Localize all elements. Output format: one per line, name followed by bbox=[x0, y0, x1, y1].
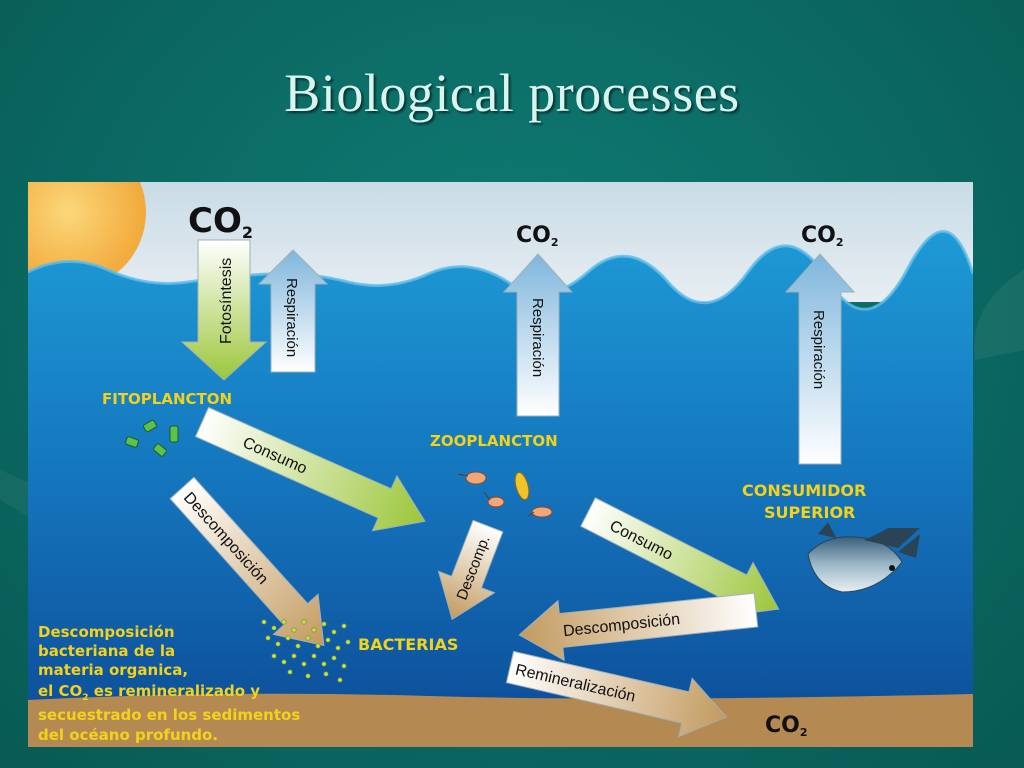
zooplankton-illustration bbox=[457, 471, 553, 518]
consumidor-superior-label: CONSUMIDOR SUPERIOR bbox=[742, 481, 872, 522]
respiracion-arrow-middle: Respiración bbox=[502, 253, 574, 417]
fitoplancton-label: FITOPLANCTON bbox=[102, 390, 232, 408]
svg-text:Respiración: Respiración bbox=[283, 278, 300, 357]
respiracion-arrow-right: Respiración bbox=[784, 253, 856, 465]
descomposicion-arrow-left: Descomposición bbox=[518, 592, 759, 662]
fotosintesis-arrow: Fotosíntesis bbox=[180, 239, 268, 381]
phytoplankton-illustration bbox=[125, 419, 179, 457]
respiracion-arrow-left: Respiración bbox=[257, 249, 329, 373]
svg-text:Respiración: Respiración bbox=[529, 298, 546, 377]
bacterias-label: BACTERIAS bbox=[358, 635, 458, 654]
fish-illustration bbox=[807, 522, 920, 593]
slide-title: Biological processes bbox=[284, 63, 740, 123]
co2-bottom: CO2 bbox=[765, 713, 808, 739]
sediment-note: Descomposición bacteriana de la materia … bbox=[38, 623, 306, 744]
zooplancton-label: ZOOPLANCTON bbox=[430, 432, 558, 450]
sediment bbox=[28, 693, 973, 747]
svg-text:Respiración: Respiración bbox=[810, 310, 827, 389]
co2-top-left: CO2 bbox=[188, 201, 253, 242]
co2-top-right: CO2 bbox=[801, 223, 844, 249]
svg-text:Fotosíntesis: Fotosíntesis bbox=[218, 258, 235, 344]
descomp-arrow: Descomp. bbox=[437, 519, 504, 621]
carbon-cycle-diagram: CO2 CO2 CO2 CO2 Fotosíntesis Respiración… bbox=[28, 182, 973, 747]
co2-top-middle: CO2 bbox=[516, 223, 559, 249]
bacteria-illustration bbox=[261, 619, 351, 683]
